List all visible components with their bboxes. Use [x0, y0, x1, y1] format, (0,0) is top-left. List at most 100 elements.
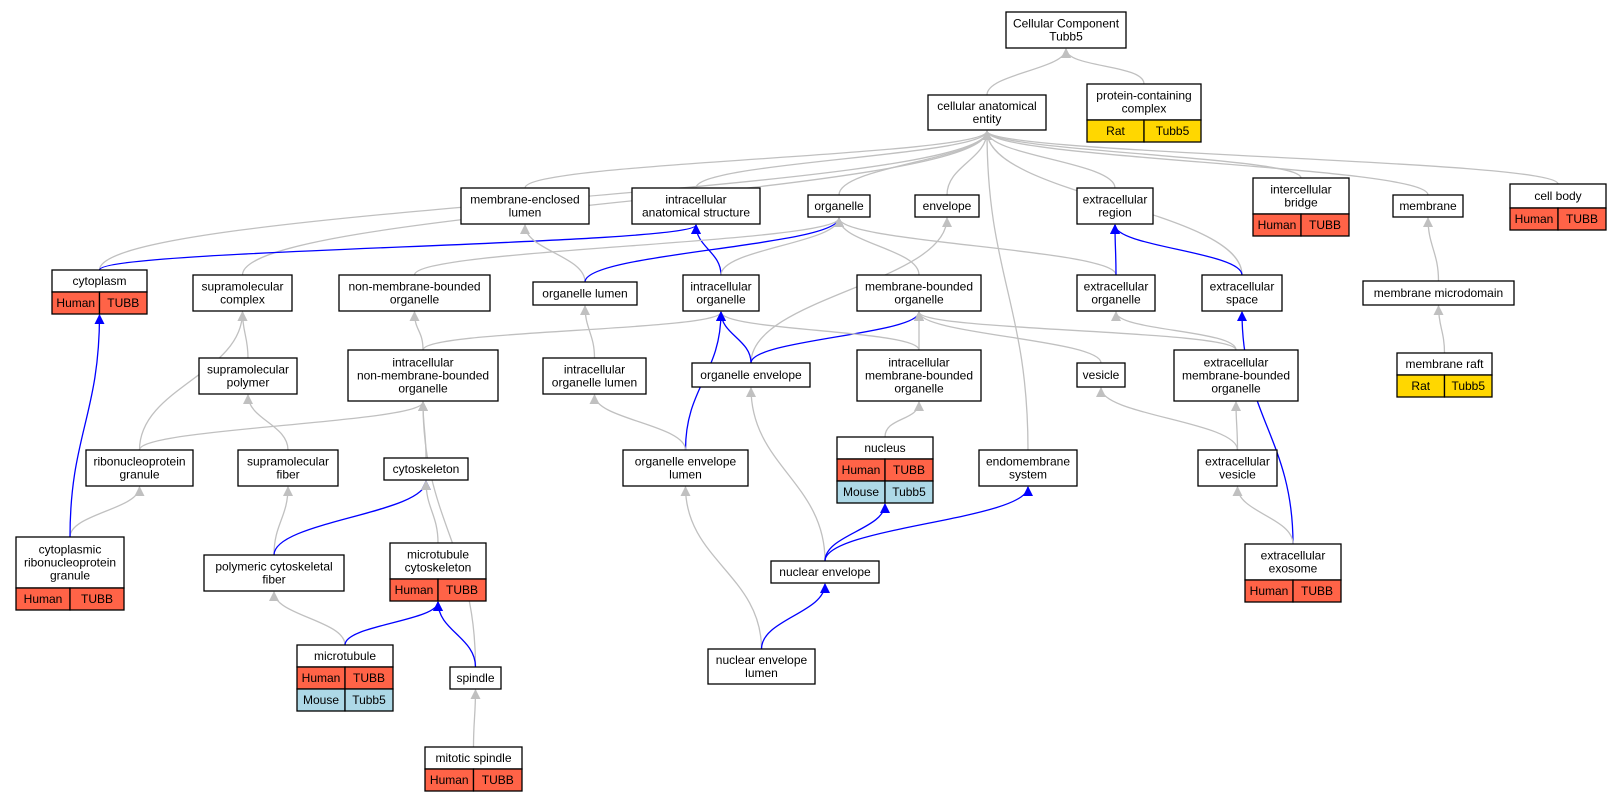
node-orgenv[interactable]: organelle envelope [691, 362, 811, 388]
node-title-box [449, 666, 502, 690]
node-label-line: cytoplasmic [39, 543, 102, 557]
node-membrane[interactable]: membrane [1392, 194, 1464, 218]
node-orglumen[interactable]: organelle lumen [532, 281, 638, 306]
node-label-line: non-membrane-bounded [357, 369, 489, 383]
node-label-line: granule [50, 569, 90, 583]
edge-ecexo-to-ecv [1232, 486, 1294, 545]
node-nenv[interactable]: nuclear envelope [770, 560, 880, 584]
node-label-line: organelle [390, 293, 440, 307]
gene-cell [884, 480, 934, 504]
node-crnpg[interactable]: cytoplasmicribonucleoproteingranuleHuman… [15, 536, 125, 611]
edge-pcf-to-cytoskeleton [273, 480, 431, 556]
gene-cell [472, 768, 523, 792]
node-label-line: nuclear envelope [779, 565, 871, 579]
node-label-line: polymeric cytoskeletal [215, 560, 332, 574]
gene-cell [1300, 213, 1350, 237]
edge-membrane-to-cae [982, 130, 1429, 196]
node-title-box [1076, 362, 1126, 388]
node-title-box [1244, 543, 1342, 581]
edge-rnpg-to-smc [138, 311, 248, 451]
edge-mmd-to-membrane [1423, 217, 1440, 282]
node-label-line: vesicle [1083, 368, 1120, 382]
node-label-line: spindle [456, 671, 494, 685]
edge-crnpg-to-rnpg [69, 486, 145, 538]
node-label-line: microtubule [314, 649, 376, 663]
species-cell-label: Human [1258, 218, 1297, 232]
node-cytoskeleton[interactable]: cytoskeleton [383, 457, 469, 481]
node-title-box [927, 94, 1047, 131]
gene-cell-label: TUBB [1566, 212, 1598, 226]
edge-smp-to-smc [237, 311, 249, 359]
node-vesicle[interactable]: vesicle [1076, 362, 1126, 388]
node-label-line: membrane-bounded [865, 369, 973, 383]
node-title-box [532, 281, 638, 306]
edge-smf-to-smp [243, 394, 289, 451]
edge-mraft-to-mmd [1433, 305, 1446, 354]
node-title-box [1076, 187, 1154, 225]
node-label-line: intracellular [665, 193, 726, 207]
edge-inmbo-to-nmbo [409, 311, 424, 351]
node-label-line: membrane-bounded [1182, 369, 1290, 383]
gene-cell-label: Tubb5 [1451, 379, 1485, 393]
node-inmbo[interactable]: intracellularnon-membrane-boundedorganel… [347, 349, 499, 402]
node-title-box [856, 274, 982, 312]
node-spindle[interactable]: spindle [449, 666, 502, 690]
node-label-line: membrane microdomain [1374, 286, 1503, 300]
edge-orgenv-to-mbo [750, 311, 924, 364]
node-label-line: lumen [745, 666, 778, 680]
edge-cellbody-to-cae [982, 130, 1559, 185]
edge-mel-to-cae [524, 130, 992, 189]
species-cell-label: Human [1515, 212, 1554, 226]
node-organelle[interactable]: organelle [807, 194, 871, 218]
edge-ecexo-to-ecspace [1237, 311, 1294, 545]
species-cell-label: Human [302, 671, 341, 685]
node-label-line: ribonucleoprotein [24, 556, 116, 570]
node-label-line: cell body [1534, 189, 1581, 203]
node-label-line: intercellular [1270, 183, 1331, 197]
node-title-box [460, 187, 590, 225]
edge-orgenv-to-envelope [750, 217, 952, 364]
node-mmd[interactable]: membrane microdomain [1362, 280, 1515, 306]
edge-rnpg-to-inmbo [138, 401, 428, 451]
edge-pcc-to-cc [1061, 48, 1145, 85]
node-title-box [807, 194, 871, 218]
edge-pcf-to-smf [273, 486, 293, 556]
node-envelope[interactable]: envelope [914, 194, 980, 218]
species-cell-label: Human [395, 583, 434, 597]
gene-cell [69, 587, 125, 611]
edge-imbo-to-intorg [716, 311, 920, 351]
node-title-box [192, 274, 293, 312]
